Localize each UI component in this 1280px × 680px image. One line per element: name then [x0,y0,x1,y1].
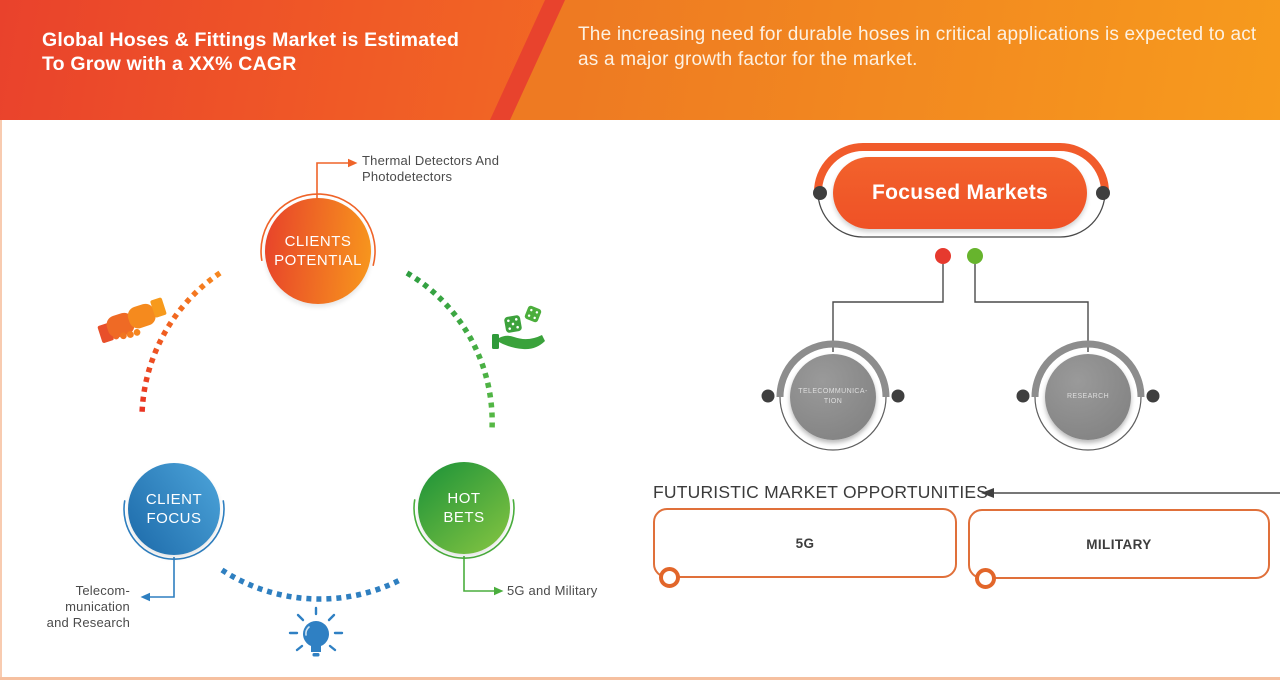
page-edge-left [0,120,2,680]
opportunity-box-military: MILITARY [968,509,1270,579]
connector-client-focus [150,557,175,598]
page-title: Global Hoses & Fittings Market is Estima… [42,29,460,76]
pill-outline-bottom [817,191,1106,238]
node-client-focus: CLIENT FOCUS [128,463,220,555]
page-edge-bottom [0,677,1280,680]
dotted-arc-bottom [220,567,402,602]
gray-dot-right-1 [1016,389,1030,403]
opportunities-arrowhead [981,488,994,498]
opportunity-ring-military [975,568,996,589]
gray-arc-thin-left [779,396,887,451]
pill-end-dot-left [813,186,827,200]
branch-dot-green [967,248,983,264]
callout-5g-military: 5G and Military [507,583,598,598]
node-clients-potential: CLIENTS POTENTIAL [265,198,371,304]
dotted-arc-right [405,270,495,431]
header-right-panel [508,0,1280,120]
opportunities-heading: FUTURISTIC MARKET OPPORTUNITIES [653,482,989,502]
opportunity-ring-5g [659,567,680,588]
pill-outline-top [814,143,1109,196]
arrowhead-clients [348,158,358,168]
focused-markets-pill: Focused Markets [833,157,1087,229]
callout-thermal-detectors: Thermal Detectors And Photodetectors [362,153,500,184]
opportunity-box-5g: 5G [653,508,957,578]
dice-hand-icon [492,305,545,350]
gray-arc-thin-right [1034,396,1142,451]
header-banner: Global Hoses & Fittings Market is Estima… [0,0,1280,120]
callout-telecommunication: Telecom- munication and Research [46,583,130,630]
gray-dot-left-2 [891,389,905,403]
branch-dot-red [935,248,951,264]
lightbulb-icon [288,606,344,657]
branch-line-left [832,264,944,352]
arrowhead-focus [140,592,150,602]
dotted-arc-left [139,270,222,416]
gray-dot-left-1 [761,389,775,403]
market-node-research: RESEARCH [1045,354,1131,440]
handshake-icon [97,297,167,343]
market-node-telecommunication: TELECOMMUNICA- TION [790,354,876,440]
gray-arc-thick-right [1031,340,1145,398]
branch-line-right [974,264,1089,352]
connector-hot-bets [463,556,494,592]
connector-clients-potential [316,162,348,199]
diagram-vector-layer [97,143,1280,657]
node-hot-bets: HOT BETS [418,462,510,554]
ring-clients-potential [260,193,376,267]
pill-end-dot-right [1096,186,1110,200]
gray-arc-thick-left [776,340,890,398]
gray-dot-right-2 [1146,389,1160,403]
arrowhead-hotbets [494,586,504,596]
header-description: The increasing need for durable hoses in… [578,24,1257,70]
